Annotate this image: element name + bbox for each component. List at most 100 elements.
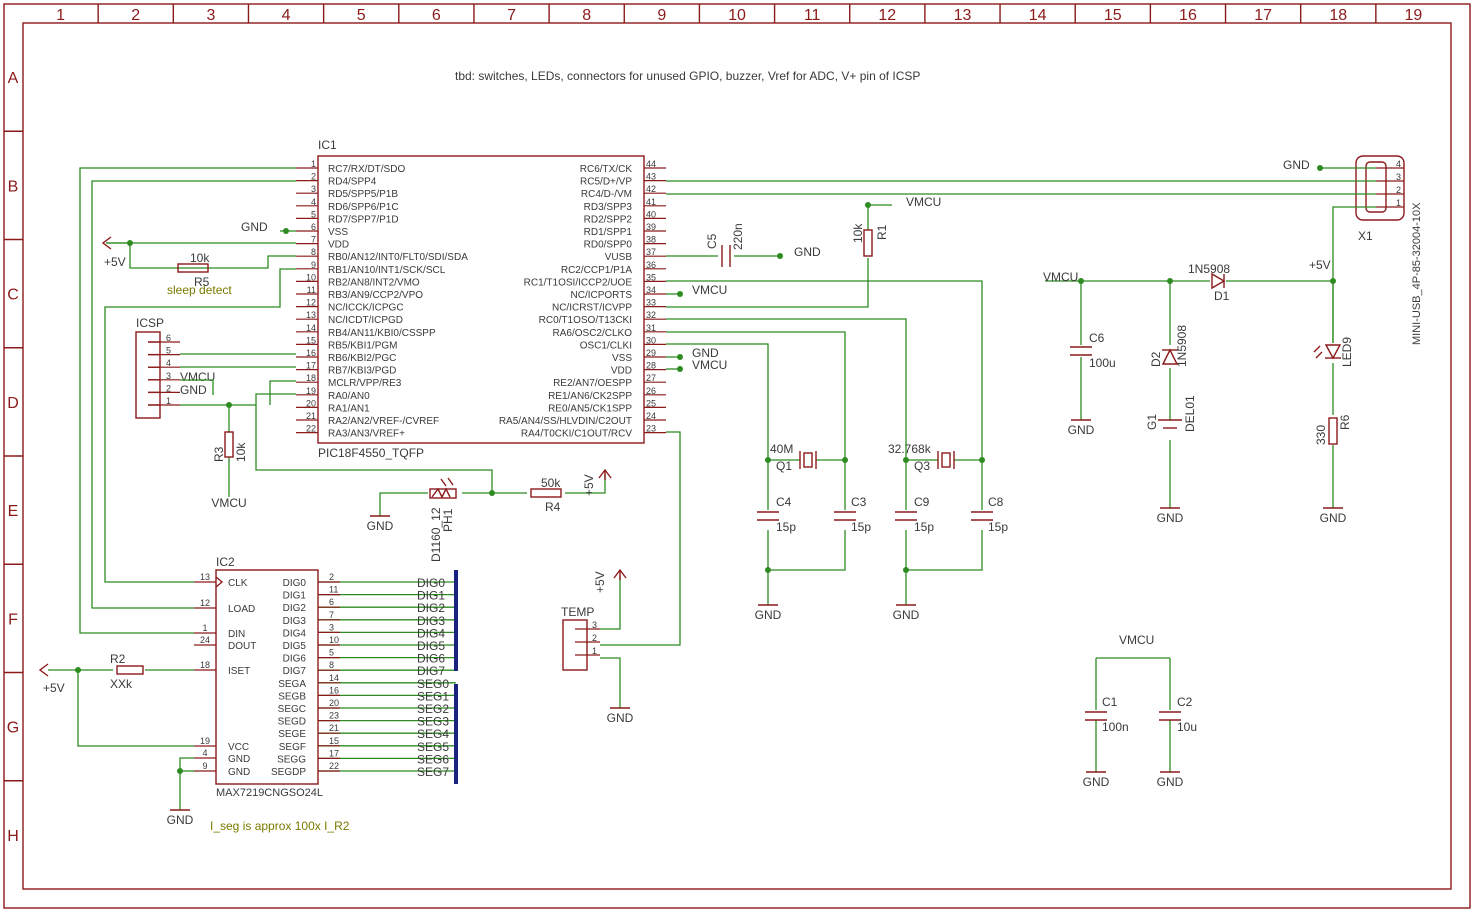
ic2-pin-number: 12 xyxy=(200,598,210,608)
ic1-pin-label: NC/ICPORTS xyxy=(571,290,633,301)
usb-pin-number: 1 xyxy=(1396,198,1401,208)
p5v-r2-label: +5V xyxy=(43,681,65,695)
junction-dot xyxy=(903,457,909,463)
ic2-body xyxy=(215,569,319,785)
ic2-pin-label: SEGF xyxy=(279,742,306,753)
frame-row-label: A xyxy=(8,70,19,87)
ic1-pin-label: NC/ICCK/ICPGC xyxy=(328,303,404,314)
c3-value: 15p xyxy=(851,520,871,534)
ic1-pin-number: 18 xyxy=(306,373,316,383)
ic1-pin-number: 23 xyxy=(646,424,656,434)
wire-segment xyxy=(255,393,493,493)
vmcu-pin28-label: VMCU xyxy=(692,358,727,372)
r1-vmcu-label: VMCU xyxy=(906,195,941,209)
wire-segment xyxy=(91,180,296,609)
ic2-pin-label: DIG2 xyxy=(283,603,307,614)
junction-dot xyxy=(765,457,771,463)
ic1-pin-label: RB4/AN11/KBI0/CSSPP xyxy=(328,328,436,339)
p5v-vdd-arrow xyxy=(101,236,112,250)
c2-name: C2 xyxy=(1177,695,1193,709)
ic1-pin-number: 28 xyxy=(646,361,656,371)
ic1-pin-number: 36 xyxy=(646,260,656,270)
frame-row-label: E xyxy=(8,503,19,520)
frame-col-label: 2 xyxy=(131,7,140,24)
ic2-pin-number: 20 xyxy=(329,698,339,708)
ic2-pin-label: DIG7 xyxy=(283,666,307,677)
ic2-pin-number: 23 xyxy=(329,711,339,721)
wires xyxy=(48,165,1376,810)
ic2-pin-label: GND xyxy=(228,767,250,778)
ic2-pin-label: DIG4 xyxy=(283,628,307,639)
ic2-net-label: DIG6 xyxy=(417,652,445,666)
wire-segment xyxy=(767,530,846,571)
icsp-pin-number: 5 xyxy=(166,346,171,356)
ic2-net-label: DIG1 xyxy=(417,589,445,603)
r1-value: 10k xyxy=(851,223,865,243)
icsp-pin-number: 2 xyxy=(166,383,171,393)
g1-name: G1 xyxy=(1145,414,1159,430)
junction-dot xyxy=(777,253,783,259)
ic2-pin-number: 13 xyxy=(200,572,210,582)
ic1-pin-number: 25 xyxy=(646,398,656,408)
icsp-gnd-label: GND xyxy=(180,383,207,397)
ic2-pin-label: DIG0 xyxy=(283,578,307,589)
ic1-pin-number: 19 xyxy=(306,386,316,396)
ic1-value: PIC18F4550_TQFP xyxy=(318,446,424,460)
ic1-pin-label: RC2/CCP1/P1A xyxy=(561,265,632,276)
ic1-pin-number: 11 xyxy=(307,285,316,295)
ic2-net-label: SEG0 xyxy=(417,677,449,691)
c1-name: C1 xyxy=(1102,695,1118,709)
r5-body xyxy=(177,263,209,273)
ic2-net-label: DIG2 xyxy=(417,601,445,615)
gnd-r6-label: GND xyxy=(1320,511,1347,525)
frame-col-label: 7 xyxy=(507,7,516,24)
ic1-pin-label: RA6/OSC2/CLKO xyxy=(553,328,633,339)
ic1-pin-number: 29 xyxy=(646,348,656,358)
junction-dot xyxy=(842,457,848,463)
ic1-pin-number: 5 xyxy=(311,209,316,219)
ph1-value: D1160_12 xyxy=(429,507,443,562)
c3-name: C3 xyxy=(851,495,867,509)
ic2-pin-number: 5 xyxy=(329,648,334,658)
c2-value: 10u xyxy=(1177,720,1197,734)
ic1-pin-label: NC/ICRST/ICVPP xyxy=(552,303,632,314)
frame-col-label: 5 xyxy=(357,7,366,24)
gnd-c1-label: GND xyxy=(1083,775,1110,789)
ic1-pin-label: RC1/T1OSI/ICCP2/UOE xyxy=(524,277,633,288)
led9-triangle xyxy=(1324,344,1342,360)
note-top: tbd: switches, LEDs, connectors for unus… xyxy=(455,69,920,83)
ic1-pin-number: 13 xyxy=(306,310,316,320)
gnd-pin6-label: GND xyxy=(241,220,268,234)
ic2-pin-number: 22 xyxy=(329,761,339,771)
frame-col-label: 4 xyxy=(282,7,291,24)
gnd-c5-label: GND xyxy=(794,245,821,259)
ic1-pin-label: RE0/AN5/CK1SPP xyxy=(548,403,632,414)
ic1-pin-label: RD0/SPP0 xyxy=(584,240,633,251)
frame-col-label: 11 xyxy=(804,7,821,24)
ic1-pin-label: RA3/AN3/VREF+ xyxy=(328,429,405,440)
ic2-net-label: SEG3 xyxy=(417,715,449,729)
ic1-pin-number: 21 xyxy=(306,411,316,421)
usb-pin-number: 2 xyxy=(1396,185,1401,195)
q1-body xyxy=(803,452,813,468)
c5-name: C5 xyxy=(705,233,719,249)
ic1-pin-number: 9 xyxy=(311,260,316,270)
ic1-pin-label: RD6/SPP6/P1C xyxy=(328,202,399,213)
vmcu-decoupling-label: VMCU xyxy=(1119,633,1154,647)
ic2-net-label: SEG5 xyxy=(417,740,449,754)
ic2-pin-label: DIG5 xyxy=(283,641,307,652)
ic1-pin-label: RD3/SPP3 xyxy=(584,202,633,213)
wire-segment xyxy=(666,343,769,510)
ic1-pin-label: MCLR/VPP/RE3 xyxy=(328,378,402,389)
ic1-pin-label: RC5/D+/VP xyxy=(580,177,632,188)
ic2-pin-label: SEGA xyxy=(278,679,306,690)
junction-dot xyxy=(677,291,683,297)
wire-segment xyxy=(905,530,983,571)
p5v-usb-label: +5V xyxy=(1309,258,1331,272)
icsp-pin-number: 6 xyxy=(166,333,171,343)
frame-row-label: H xyxy=(7,828,19,845)
